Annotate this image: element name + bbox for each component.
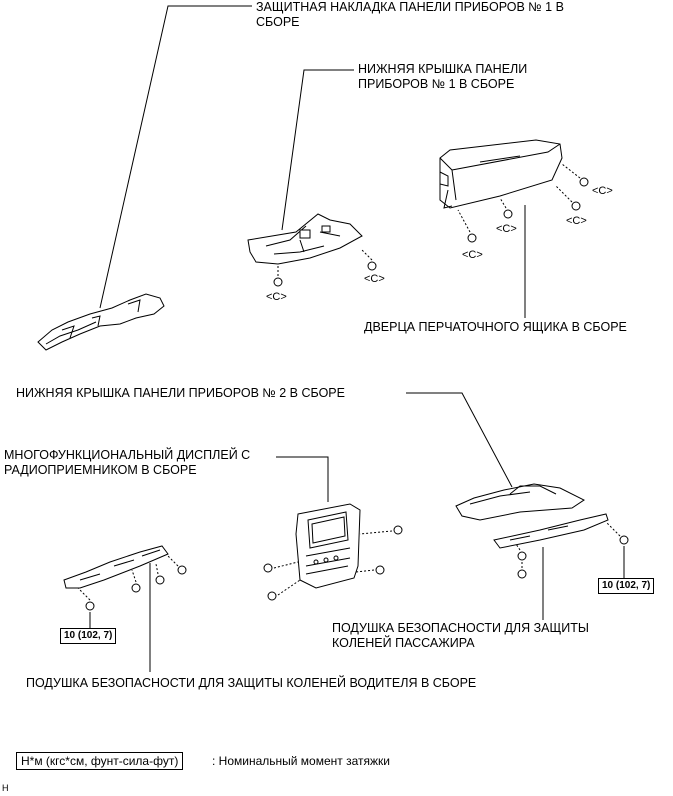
screw-group-lower-cover-1 [273,249,377,287]
clip-code-label: <C> [462,249,483,261]
clip-code-label: <C> [496,223,517,235]
torque-spec-box: 10 (102, 7) [60,628,117,644]
finish-panel-1-drawing [37,293,165,351]
label-lower-cover-1: НИЖНЯЯ КРЫШКА ПАНЕЛИ ПРИБОРОВ № 1 В СБОР… [358,62,528,91]
label-lower-cover-2: НИЖНЯЯ КРЫШКА ПАНЕЛИ ПРИБОРОВ № 2 В СБОР… [16,386,345,400]
leader-finish-panel [99,5,252,309]
glove-door-drawing [439,139,563,209]
driver-airbag-drawing [63,545,169,589]
label-finish-panel-1: ЗАЩИТНАЯ НАКЛАДКА ПАНЕЛИ ПРИБОРОВ № 1 В … [256,0,564,29]
figure-id: H [2,783,9,793]
screw-group-driver-airbag [77,555,187,628]
label-glove-door: ДВЕРЦА ПЕРЧАТОЧНОГО ЯЩИКА В СБОРЕ [364,320,627,334]
passenger-airbag-drawing [493,513,609,549]
leader-multi-display [276,456,329,502]
screw-group-glove-door [457,163,589,243]
label-driver-airbag: ПОДУШКА БЕЗОПАСНОСТИ ДЛЯ ЗАЩИТЫ КОЛЕНЕЙ … [26,676,477,690]
screw-group-passenger-airbag [515,521,629,579]
screw-group-multi-display [263,525,403,601]
leader-lower-cover-1 [281,69,354,231]
torque-spec-box: 10 (102, 7) [598,578,655,594]
legend-description: : Номинальный момент затяжки [212,754,390,768]
lower-cover-2-drawing [455,483,585,521]
clip-code-label: <C> [266,291,287,303]
multi-display-drawing [295,503,361,589]
clip-code-label: <C> [592,185,613,197]
clip-code-label: <C> [364,273,385,285]
leader-lower-cover-2 [406,392,513,488]
clip-code-label: <C> [566,215,587,227]
legend-unit-box: Н*м (кгс*см, фунт-сила-фут) [16,752,184,770]
label-passenger-airbag: ПОДУШКА БЕЗОПАСНОСТИ ДЛЯ ЗАЩИТЫ КОЛЕНЕЙ … [332,621,589,650]
lower-cover-1-drawing [247,213,363,265]
label-multi-display: МНОГОФУНКЦИОНАЛЬНЫЙ ДИСПЛЕЙ С РАДИОПРИЕМ… [4,448,251,477]
